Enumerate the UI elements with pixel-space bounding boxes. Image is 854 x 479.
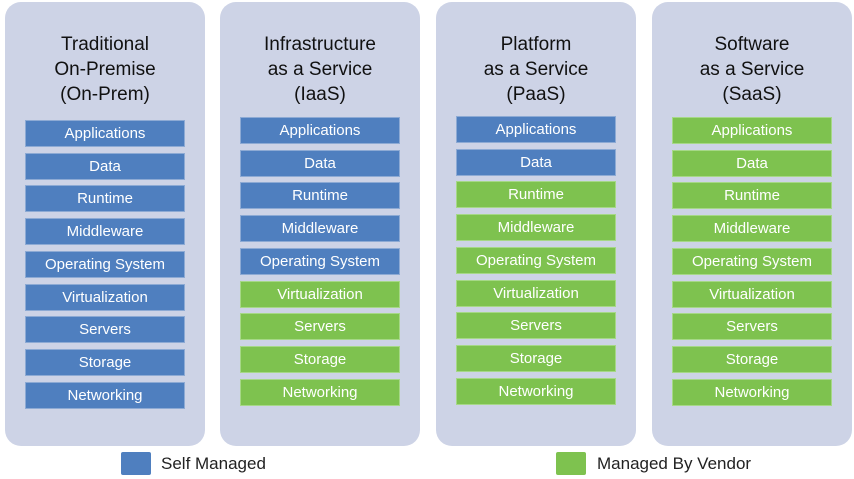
layer-runtime: Runtime [672,182,832,209]
layer-servers: Servers [240,313,400,340]
column-title: Traditional On-Premise (On-Prem) [5,32,205,107]
layer-servers: Servers [456,312,616,339]
layer-storage: Storage [25,349,185,376]
layer-applications: Applications [25,120,185,147]
layer-middleware: Middleware [25,218,185,245]
layer-operating-system: Operating System [456,247,616,274]
service-model-columns: Traditional On-Premise (On-Prem) Applica… [5,2,852,446]
column-title-line: (On-Prem) [60,84,150,105]
column-title-line: Platform [500,34,572,55]
layer-networking: Networking [25,382,185,409]
column-iaas: Infrastructure as a Service (IaaS) Appli… [220,2,420,446]
layer-networking: Networking [672,379,832,406]
layer-middleware: Middleware [456,214,616,241]
layer-data: Data [240,150,400,177]
column-saas: Software as a Service (SaaS) Application… [652,2,852,446]
layer-virtualization: Virtualization [25,284,185,311]
layer-runtime: Runtime [25,185,185,212]
layer-applications: Applications [456,116,616,143]
column-title-line: On-Premise [54,59,156,80]
layer-storage: Storage [456,345,616,372]
layer-storage: Storage [240,346,400,373]
layer-storage: Storage [672,346,832,373]
column-title: Platform as a Service (PaaS) [436,32,636,107]
column-title-line: (SaaS) [722,84,782,105]
column-title-line: as a Service [267,59,373,80]
layer-data: Data [25,153,185,180]
legend-label-managed-by-vendor: Managed By Vendor [597,454,752,473]
layer-runtime: Runtime [240,182,400,209]
layer-runtime: Runtime [456,181,616,208]
column-title-line: Infrastructure [264,34,376,55]
column-title: Infrastructure as a Service (IaaS) [220,32,420,107]
column-title: Software as a Service (SaaS) [652,32,852,107]
layer-networking: Networking [240,379,400,406]
layer-virtualization: Virtualization [456,280,616,307]
layer-servers: Servers [25,316,185,343]
layer-data: Data [456,149,616,176]
layer-middleware: Middleware [672,215,832,242]
column-title-line: as a Service [699,59,805,80]
column-title-line: (PaaS) [506,84,566,105]
column-title-line: (IaaS) [294,84,346,105]
layer-applications: Applications [672,117,832,144]
column-paas: Platform as a Service (PaaS) Application… [436,2,636,446]
legend-label-self-managed: Self Managed [161,454,266,473]
layer-data: Data [672,150,832,177]
column-on-prem: Traditional On-Premise (On-Prem) Applica… [5,2,205,446]
column-title-line: Software [714,34,790,55]
layer-servers: Servers [672,313,832,340]
layer-applications: Applications [240,117,400,144]
column-title-line: Traditional [60,34,149,55]
layer-virtualization: Virtualization [672,281,832,308]
column-title-line: as a Service [483,59,589,80]
layer-networking: Networking [456,378,616,405]
layer-operating-system: Operating System [672,248,832,275]
layer-virtualization: Virtualization [240,281,400,308]
layer-middleware: Middleware [240,215,400,242]
layer-operating-system: Operating System [25,251,185,278]
legend-swatch-managed-by-vendor [556,452,586,475]
legend-swatch-self-managed [121,452,151,475]
layer-operating-system: Operating System [240,248,400,275]
